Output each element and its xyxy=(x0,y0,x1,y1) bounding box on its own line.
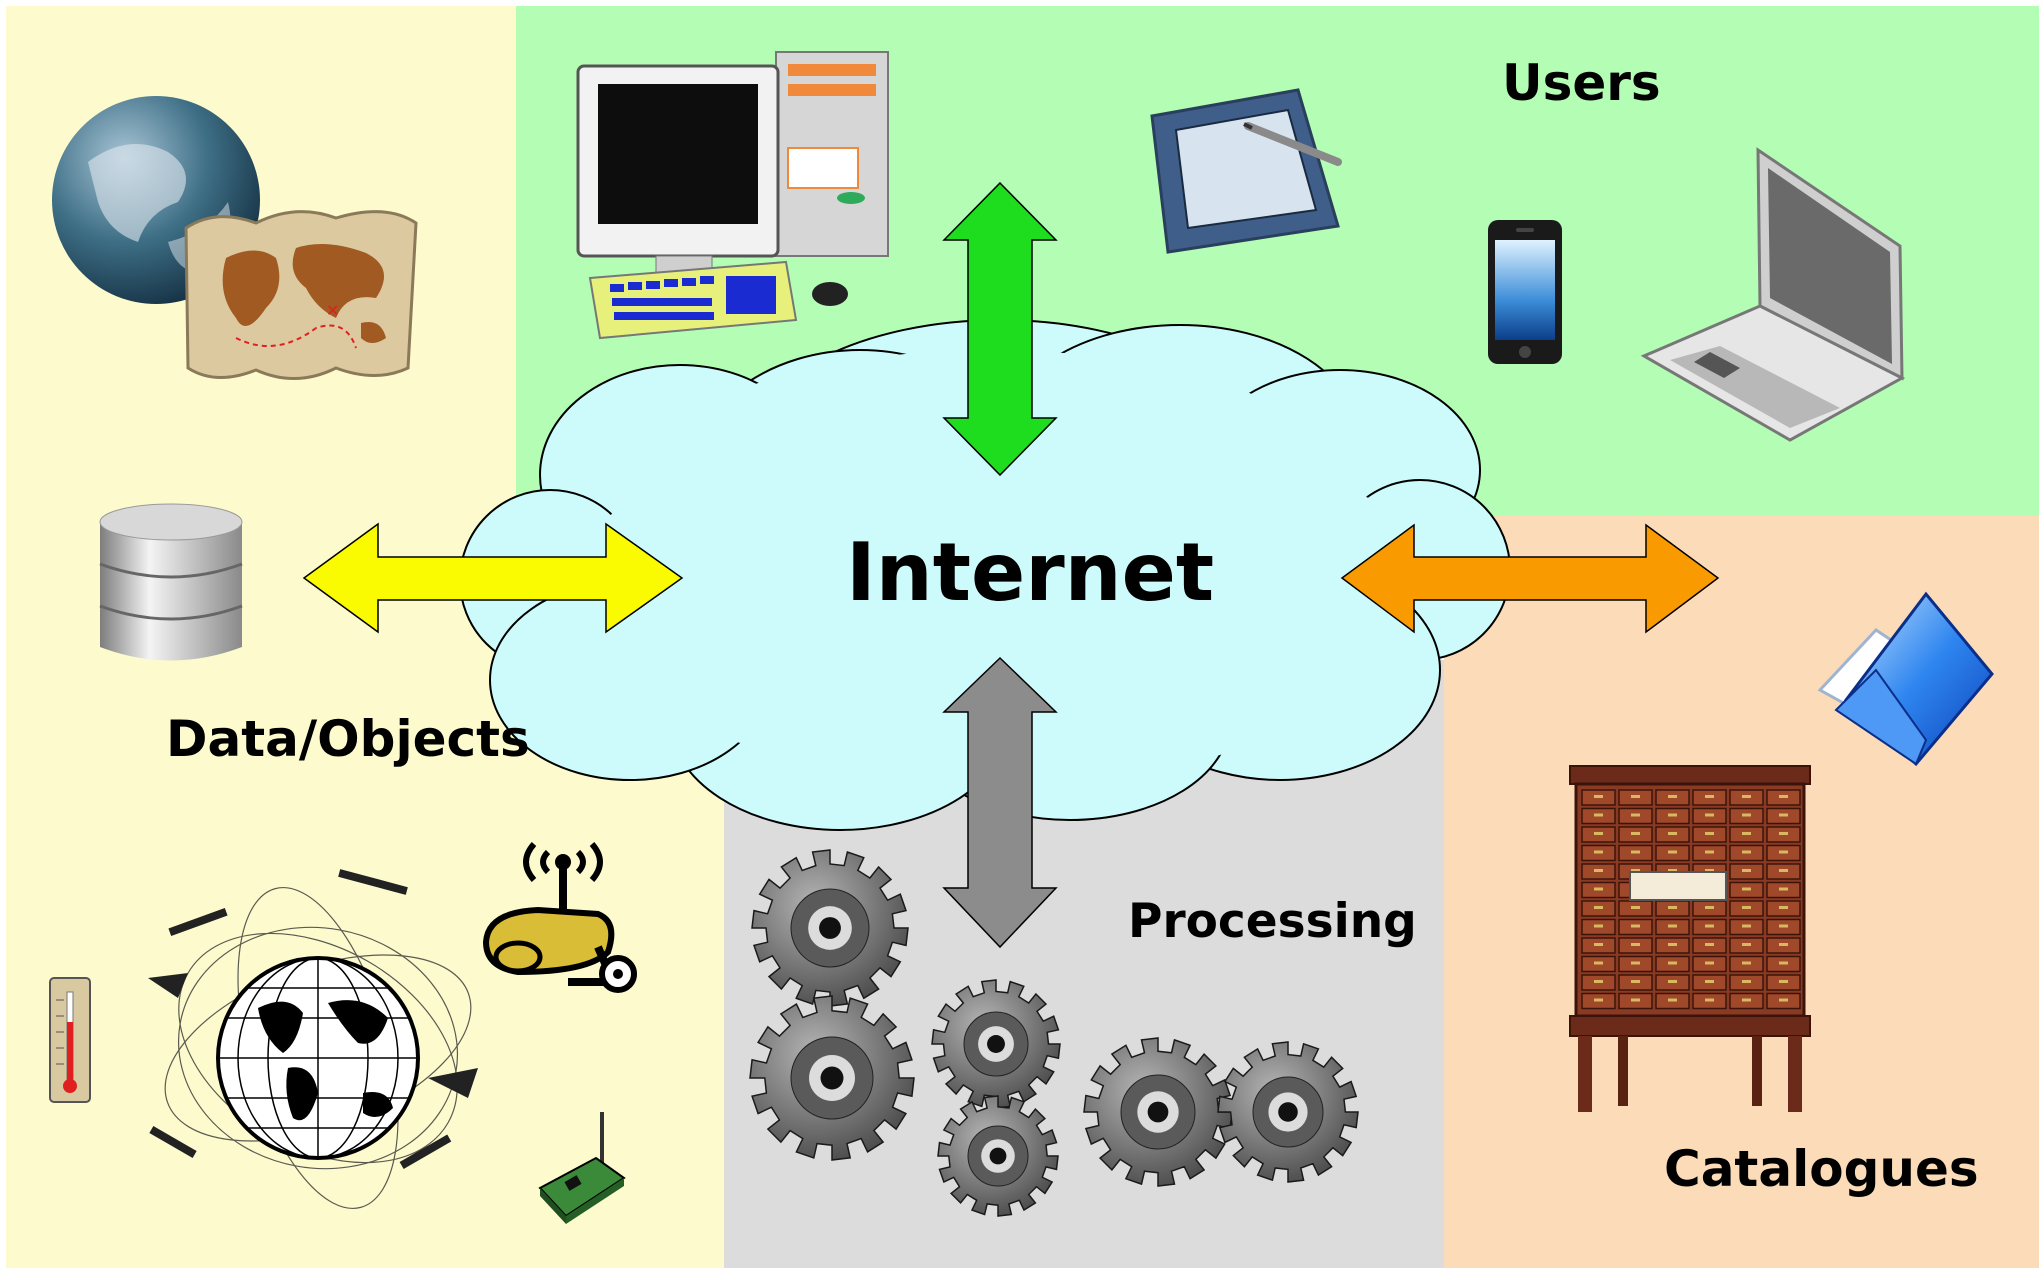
gear-icon xyxy=(931,979,1061,1109)
card-catalogue-cabinet-icon xyxy=(1569,765,1811,1112)
gear-icon xyxy=(749,995,915,1161)
svg-text:✕: ✕ xyxy=(326,301,339,320)
catalogues-label: Catalogues xyxy=(1664,1140,1979,1198)
sensor-camera-icon xyxy=(482,842,637,993)
smartphone-icon xyxy=(1488,220,1562,364)
satellite-globe-icon xyxy=(148,869,478,1210)
gear-icon xyxy=(751,849,909,1007)
gear-icon xyxy=(1083,1037,1233,1187)
desktop-computer-icon xyxy=(576,51,889,340)
data-objects-label: Data/Objects xyxy=(166,710,530,768)
gear-icon xyxy=(937,1095,1059,1217)
users-label: Users xyxy=(1502,54,1661,112)
internet-label: Internet xyxy=(846,526,1215,619)
tablet-icon xyxy=(1150,88,1342,254)
world-map-icon: ✕ xyxy=(184,210,418,380)
gear-icon xyxy=(1217,1041,1359,1183)
sensor-board-icon xyxy=(538,1112,626,1224)
database-icon xyxy=(99,503,243,661)
processing-label: Processing xyxy=(1128,894,1417,949)
laptop-icon xyxy=(1640,147,1906,442)
thermometer-icon xyxy=(49,977,91,1103)
folder-icon xyxy=(1817,591,1994,767)
